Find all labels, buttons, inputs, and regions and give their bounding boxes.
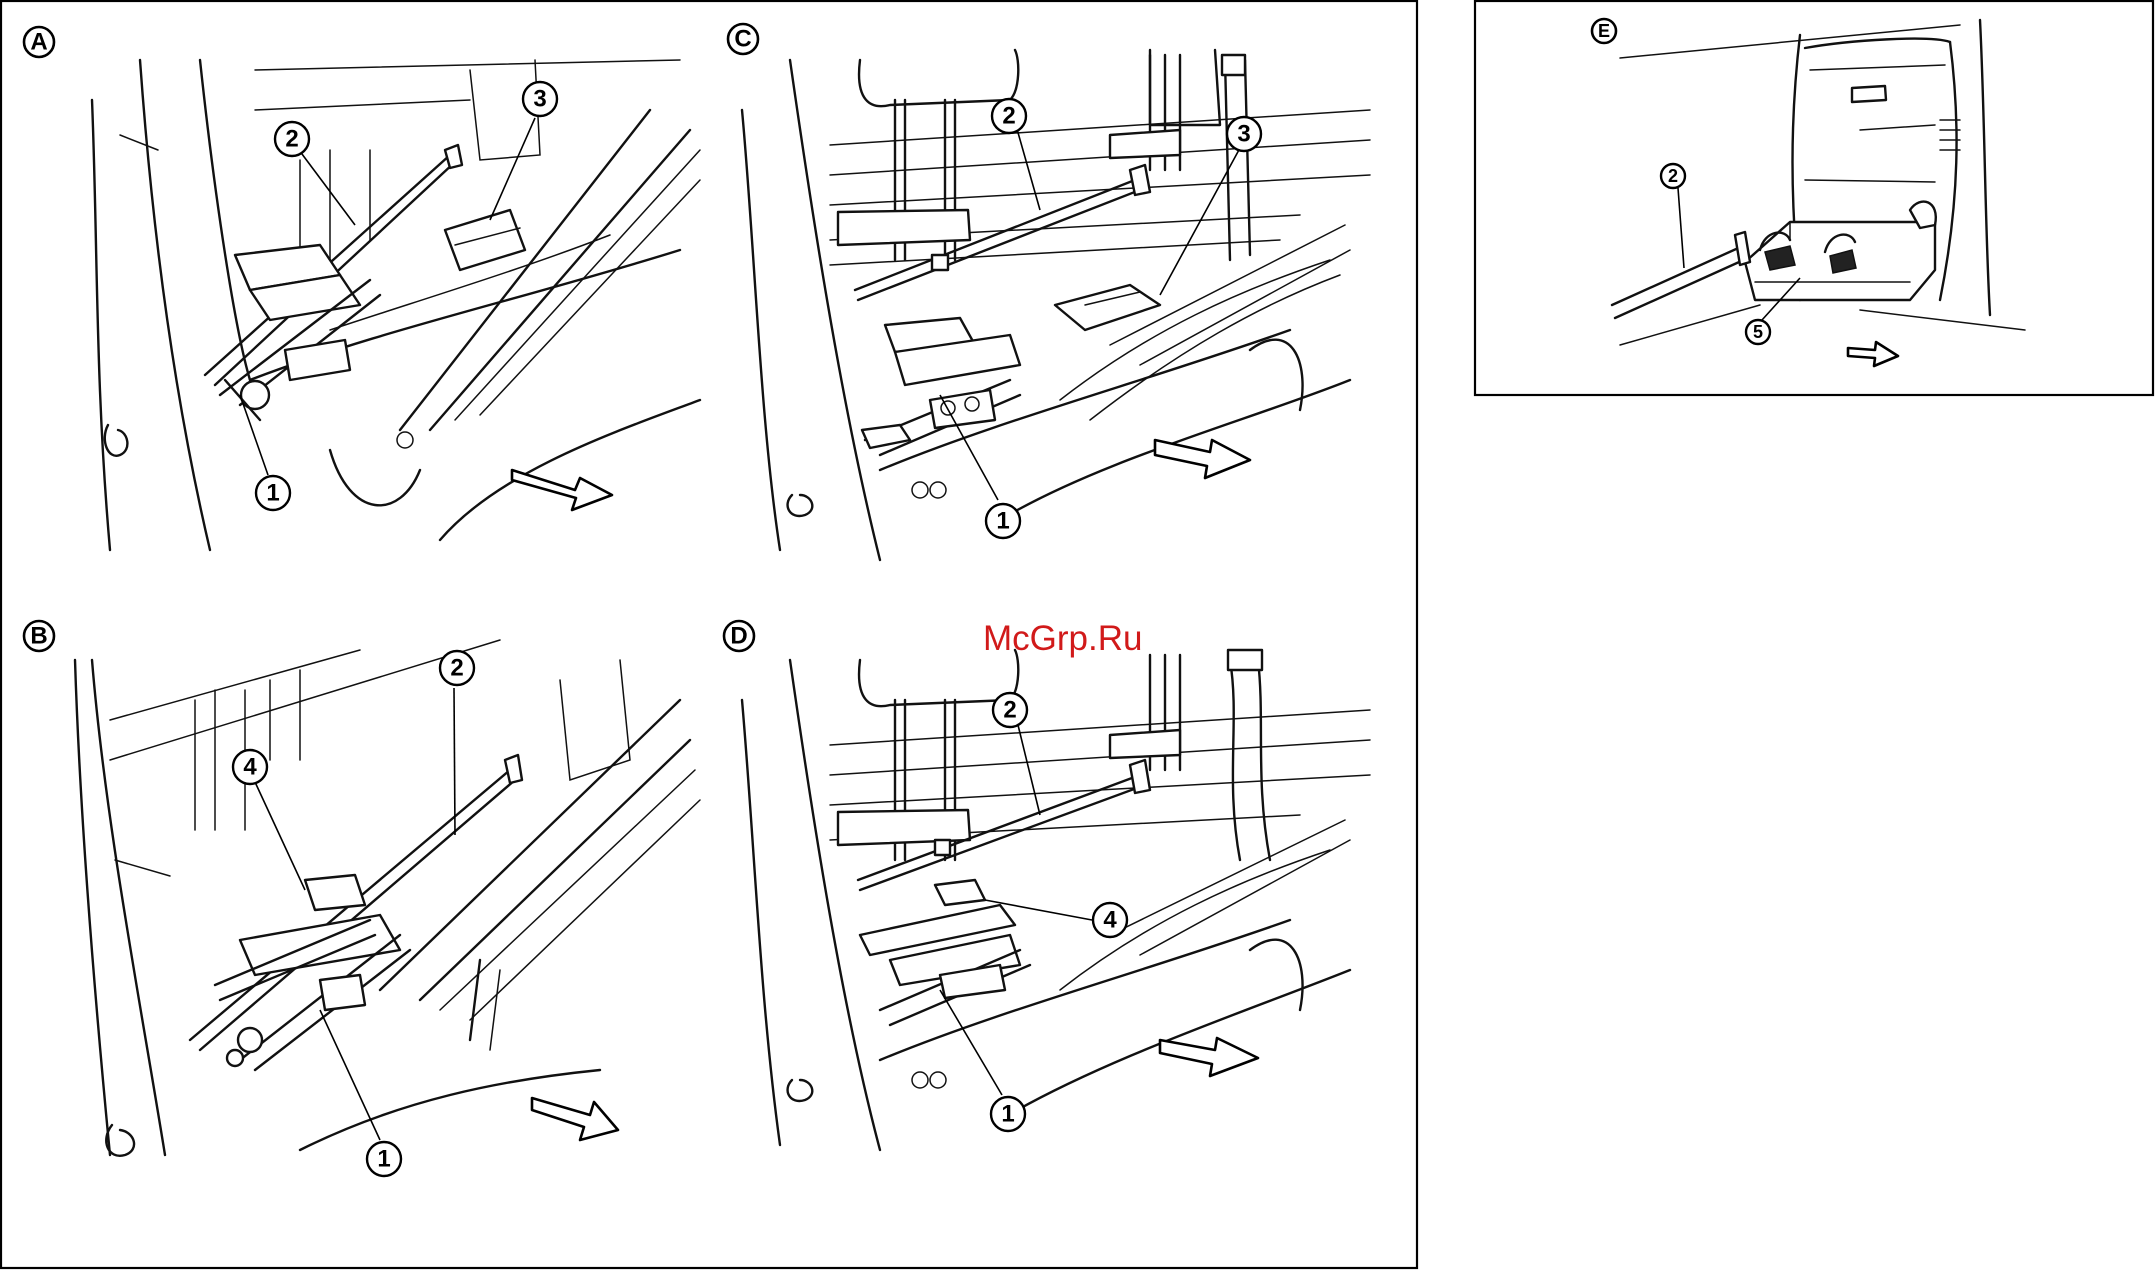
panel-a-direction-arrow: [512, 470, 612, 510]
panel-c-callout-3: 3: [1227, 117, 1261, 151]
panel-b-callout-4: 4: [233, 750, 267, 784]
svg-text:2: 2: [1003, 697, 1016, 724]
panel-b-callout-2: 2: [440, 651, 474, 685]
panel-b-label: B: [24, 621, 54, 651]
panel-b-direction-arrow: [532, 1098, 618, 1140]
panel-c-callout-2: 2: [992, 99, 1026, 133]
main-figure-frame: [1, 1, 1417, 1268]
panel-d-callout-4: 4: [1093, 903, 1127, 937]
svg-text:B: B: [30, 623, 47, 650]
svg-text:A: A: [30, 29, 47, 56]
svg-text:4: 4: [243, 754, 257, 781]
panel-a: A: [24, 27, 700, 550]
panel-b: B: [24, 621, 700, 1176]
panel-a-callout-2: 2: [275, 122, 309, 156]
panel-d-label: D: [724, 621, 754, 651]
svg-text:3: 3: [1237, 121, 1250, 148]
panel-b-callout-1: 1: [367, 1142, 401, 1176]
svg-text:E: E: [1598, 21, 1610, 41]
panel-e-callout-5: 5: [1746, 320, 1770, 344]
svg-text:2: 2: [450, 655, 463, 682]
panel-c: C: [728, 24, 1370, 560]
svg-text:1: 1: [377, 1146, 390, 1173]
panel-c-direction-arrow: [1155, 440, 1250, 478]
panel-a-label: A: [24, 27, 54, 57]
svg-text:C: C: [734, 26, 751, 53]
svg-text:4: 4: [1103, 907, 1117, 934]
panel-e-callout-2: 2: [1661, 164, 1685, 188]
svg-text:D: D: [730, 623, 747, 650]
panel-d: D: [724, 621, 1370, 1150]
svg-text:1: 1: [996, 508, 1009, 535]
panel-a-callout-1: 1: [256, 476, 290, 510]
panel-a-illustration: [92, 60, 700, 550]
panel-d-callout-2: 2: [993, 693, 1027, 727]
svg-text:2: 2: [285, 126, 298, 153]
watermark-text: McGrp.Ru: [983, 619, 1142, 658]
panel-e-direction-arrow: [1848, 342, 1898, 366]
panel-d-direction-arrow: [1160, 1038, 1258, 1076]
detail-figure-frame: [1475, 1, 2153, 395]
svg-text:5: 5: [1753, 322, 1763, 342]
panel-c-label: C: [728, 24, 758, 54]
panel-b-illustration: [75, 640, 700, 1156]
svg-text:1: 1: [266, 480, 279, 507]
panel-d-callout-1: 1: [991, 1097, 1025, 1131]
panel-a-callout-3: 3: [523, 82, 557, 116]
svg-text:3: 3: [533, 86, 546, 113]
svg-text:1: 1: [1001, 1101, 1014, 1128]
svg-text:2: 2: [1668, 166, 1678, 186]
svg-text:2: 2: [1002, 103, 1015, 130]
panel-c-illustration: [742, 50, 1370, 560]
panel-e-label: E: [1592, 19, 1616, 43]
panel-c-callout-1: 1: [986, 504, 1020, 538]
panel-e: E: [1592, 19, 2025, 366]
panel-d-illustration: [742, 650, 1370, 1150]
